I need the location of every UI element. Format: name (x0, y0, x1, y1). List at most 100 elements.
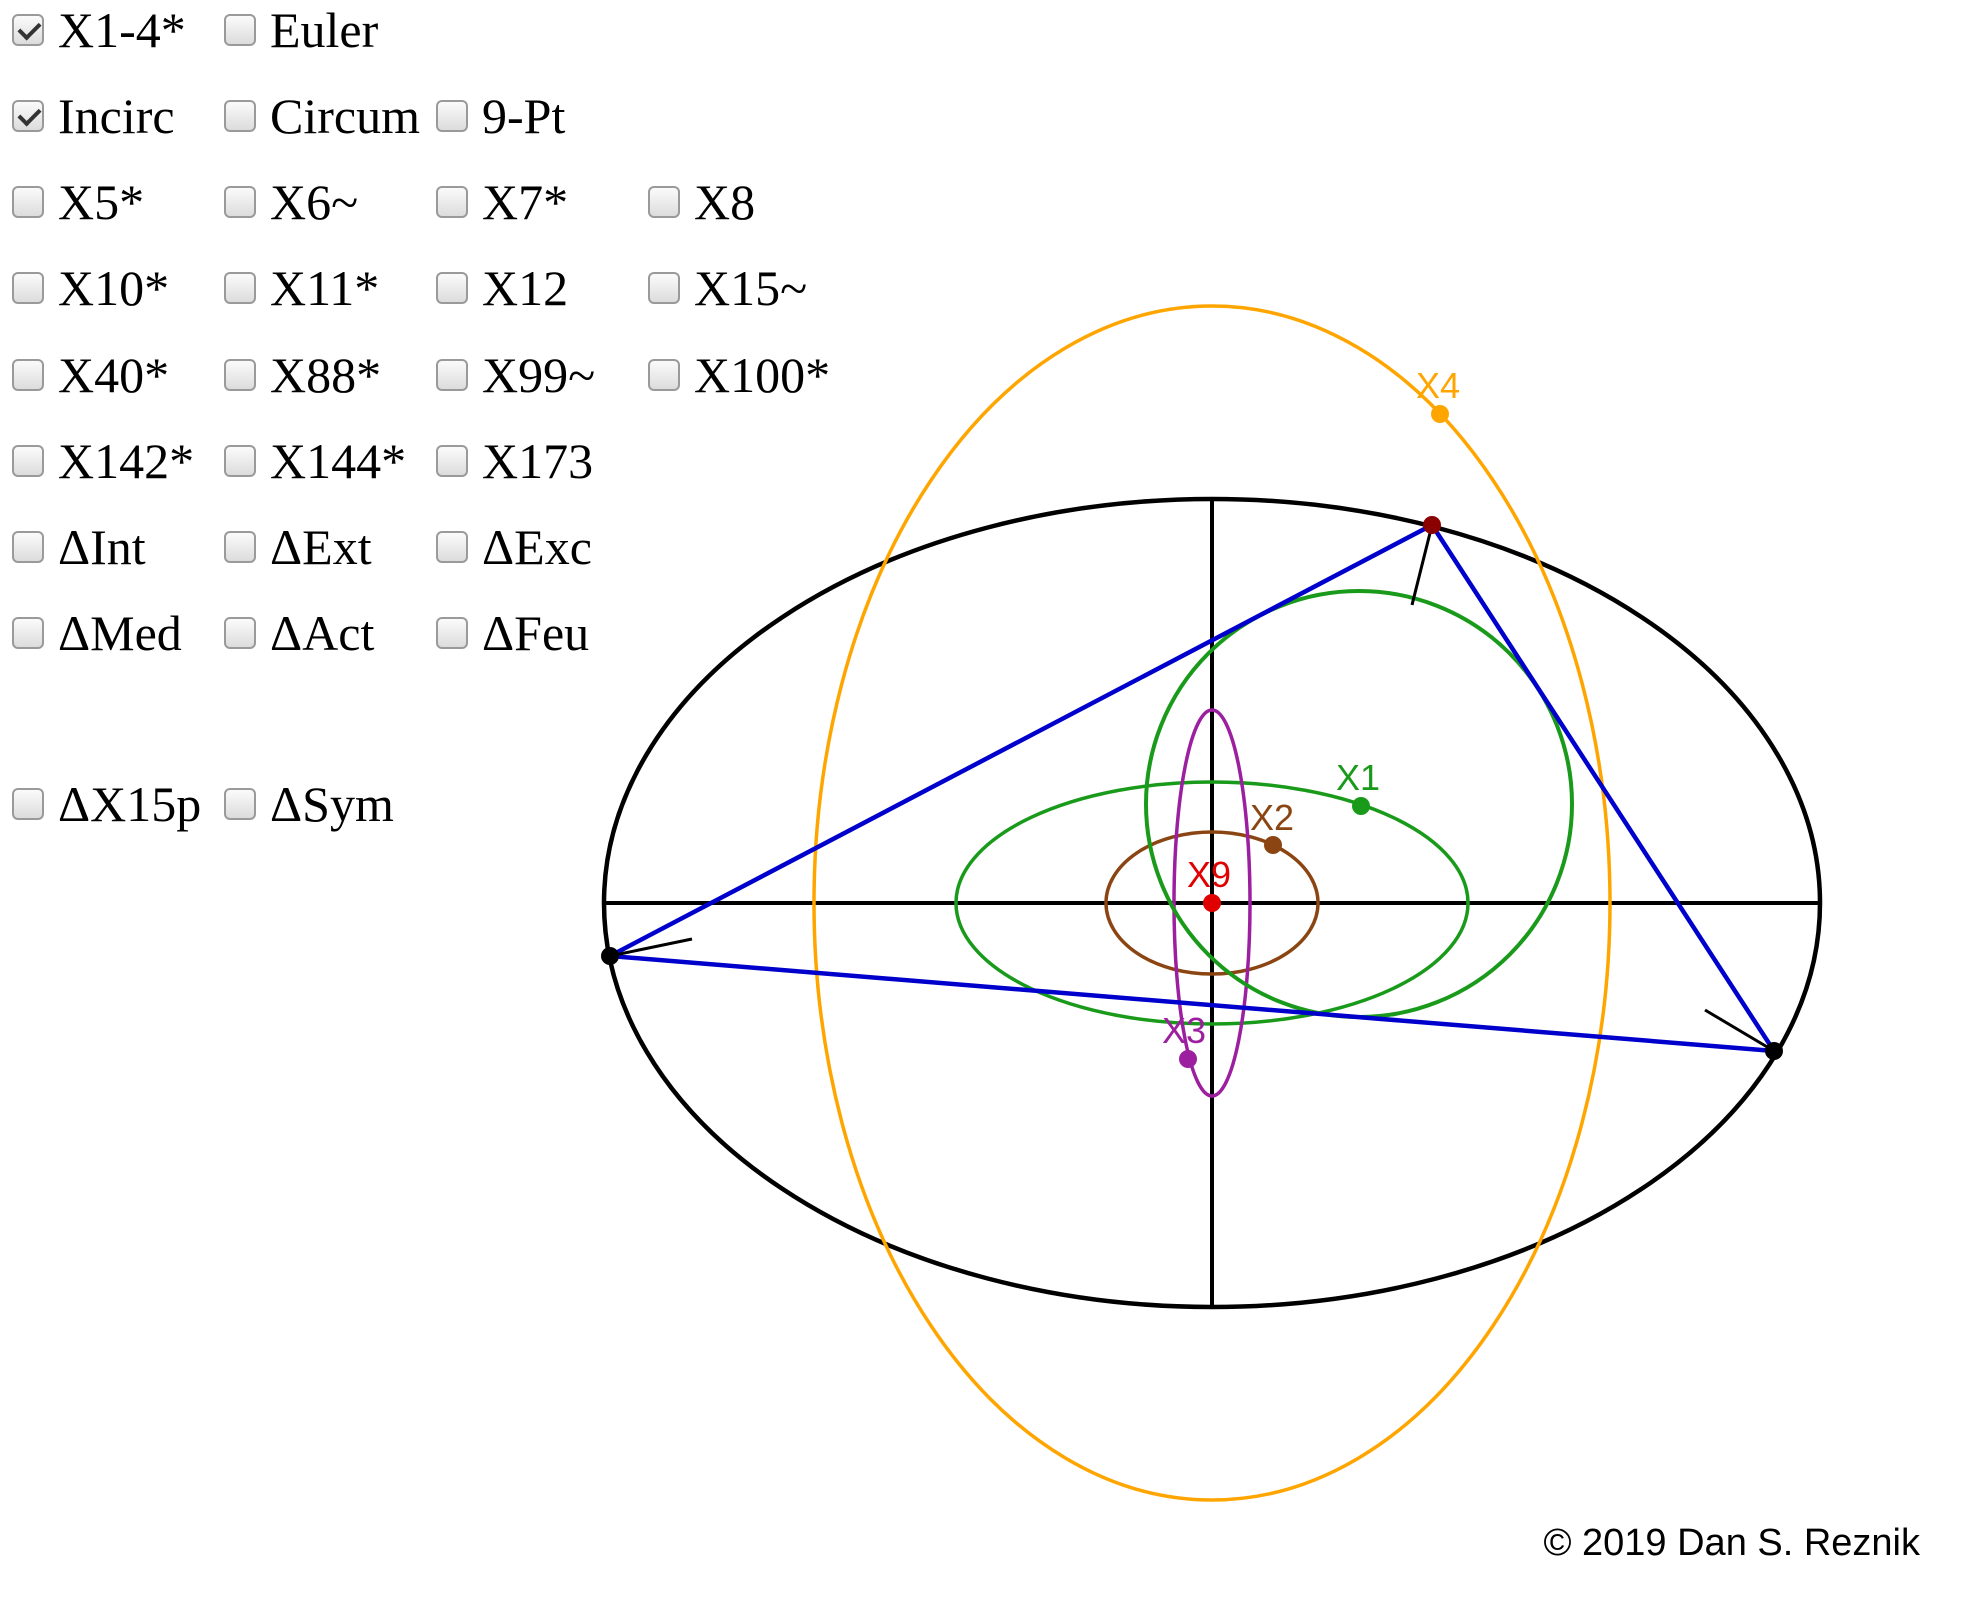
checkbox-x6[interactable]: X6~ (212, 172, 358, 232)
x3-label: X3 (1162, 1010, 1206, 1051)
checkbox-x173[interactable]: X173 (424, 431, 593, 491)
x3-point (1179, 1050, 1197, 1068)
checkbox-x11[interactable]: X11* (212, 258, 379, 318)
checkbox-feu[interactable]: ΔFeu (424, 603, 589, 663)
checkbox-9-pt[interactable]: 9-Pt (424, 86, 565, 146)
checkbox-ext[interactable]: ΔExt (212, 517, 372, 577)
checkbox-row: X5* X6~ X7* X8 (0, 172, 860, 232)
checkbox-x8[interactable]: X8 (636, 172, 755, 232)
checkbox-x15[interactable]: X15~ (636, 258, 807, 318)
checkbox-box[interactable] (436, 359, 468, 391)
checkbox-int[interactable]: ΔInt (0, 517, 146, 577)
x9-point (1203, 894, 1221, 912)
checkbox-row: Incirc Circum 9-Pt (0, 86, 860, 146)
x1-point (1352, 797, 1370, 815)
checkbox-label: 9-Pt (482, 88, 566, 144)
checkbox-box[interactable] (12, 788, 44, 820)
checkbox-label: ΔSym (270, 776, 394, 832)
x1-label: X1 (1336, 757, 1380, 798)
checkbox-incirc[interactable]: Incirc (0, 86, 175, 146)
checkbox-label: X11* (270, 260, 380, 316)
vertex-normal-right (1704, 1008, 1775, 1053)
checkbox-box[interactable] (436, 531, 468, 563)
vertex-top[interactable] (1423, 516, 1441, 534)
checkbox-box[interactable] (224, 359, 256, 391)
checkbox-row: ΔX15p ΔSym (0, 774, 860, 834)
checkbox-circum[interactable]: Circum (212, 86, 420, 146)
checkbox-x5[interactable]: X5* (0, 172, 144, 232)
checkbox-label: X10* (58, 260, 170, 316)
checkbox-box[interactable] (436, 617, 468, 649)
checkbox-label: X142* (58, 433, 195, 489)
checkbox-sym[interactable]: ΔSym (212, 774, 394, 834)
checkbox-x40[interactable]: X40* (0, 345, 169, 405)
checkbox-label: ΔAct (270, 605, 375, 661)
checkbox-row: ΔInt ΔExt ΔExc (0, 517, 860, 577)
checkbox-label: X8 (694, 174, 756, 230)
checkbox-label: X100* (694, 347, 831, 403)
copyright-notice: © 2019 Dan S. Reznik (1543, 1522, 1920, 1564)
checkbox-box[interactable] (436, 272, 468, 304)
checkbox-box[interactable] (648, 359, 680, 391)
checkbox-label: ΔX15p (58, 776, 202, 832)
checkbox-label: ΔMed (58, 605, 182, 661)
checkbox-x142[interactable]: X142* (0, 431, 194, 491)
checkbox-med[interactable]: ΔMed (0, 603, 182, 663)
x2-locus (1104, 830, 1320, 976)
checkbox-box[interactable] (224, 14, 256, 46)
checkbox-label: X7* (482, 174, 569, 230)
orbit-triangle (602, 522, 1779, 1054)
checkbox-box[interactable] (12, 272, 44, 304)
checkbox-box[interactable] (12, 100, 44, 132)
checkbox-x1-4[interactable]: X1-4* (0, 0, 186, 60)
checkbox-row: X142* X144* X173 (0, 431, 860, 491)
checkbox-box[interactable] (224, 788, 256, 820)
checkbox-x144[interactable]: X144* (212, 431, 406, 491)
checkbox-exc[interactable]: ΔExc (424, 517, 592, 577)
checkbox-box[interactable] (12, 359, 44, 391)
checkbox-x15p[interactable]: ΔX15p (0, 774, 201, 834)
checkbox-box[interactable] (224, 100, 256, 132)
checkbox-x7[interactable]: X7* (424, 172, 568, 232)
x4-point (1431, 405, 1449, 423)
checkbox-label: X12 (482, 260, 569, 316)
checkbox-box[interactable] (436, 186, 468, 218)
checkbox-box[interactable] (224, 531, 256, 563)
vertex-normal-top (1410, 524, 1434, 606)
checkbox-box[interactable] (224, 617, 256, 649)
checkbox-box[interactable] (12, 531, 44, 563)
checkbox-label: X15~ (694, 260, 808, 316)
x2-label: X2 (1250, 797, 1294, 838)
checkbox-label: Circum (270, 88, 420, 144)
checkbox-box[interactable] (436, 445, 468, 477)
checkbox-box[interactable] (12, 445, 44, 477)
vertex-right (1765, 1042, 1783, 1060)
checkbox-x99[interactable]: X99~ (424, 345, 595, 405)
x3-locus (1172, 708, 1252, 1098)
checkbox-box[interactable] (12, 14, 44, 46)
checkbox-x88[interactable]: X88* (212, 345, 381, 405)
checkbox-label: X40* (58, 347, 170, 403)
checkbox-box[interactable] (224, 272, 256, 304)
checkbox-box[interactable] (224, 445, 256, 477)
vertex-normal-left (609, 937, 693, 958)
checkbox-act[interactable]: ΔAct (212, 603, 374, 663)
checkbox-box[interactable] (12, 617, 44, 649)
center-x9: X9 (1187, 854, 1231, 912)
checkbox-box[interactable] (648, 272, 680, 304)
checkbox-label: X1-4* (58, 2, 186, 58)
checkbox-x12[interactable]: X12 (424, 258, 568, 318)
checkbox-box[interactable] (648, 186, 680, 218)
x1-locus (954, 780, 1470, 1026)
checkbox-euler[interactable]: Euler (212, 0, 378, 60)
checkbox-box[interactable] (436, 100, 468, 132)
checkbox-x10[interactable]: X10* (0, 258, 169, 318)
checkbox-label: X99~ (482, 347, 596, 403)
checkbox-label: Euler (270, 2, 379, 58)
checkbox-x100[interactable]: X100* (636, 345, 830, 405)
x2-point (1264, 836, 1282, 854)
checkbox-box[interactable] (224, 186, 256, 218)
checkbox-box[interactable] (12, 186, 44, 218)
